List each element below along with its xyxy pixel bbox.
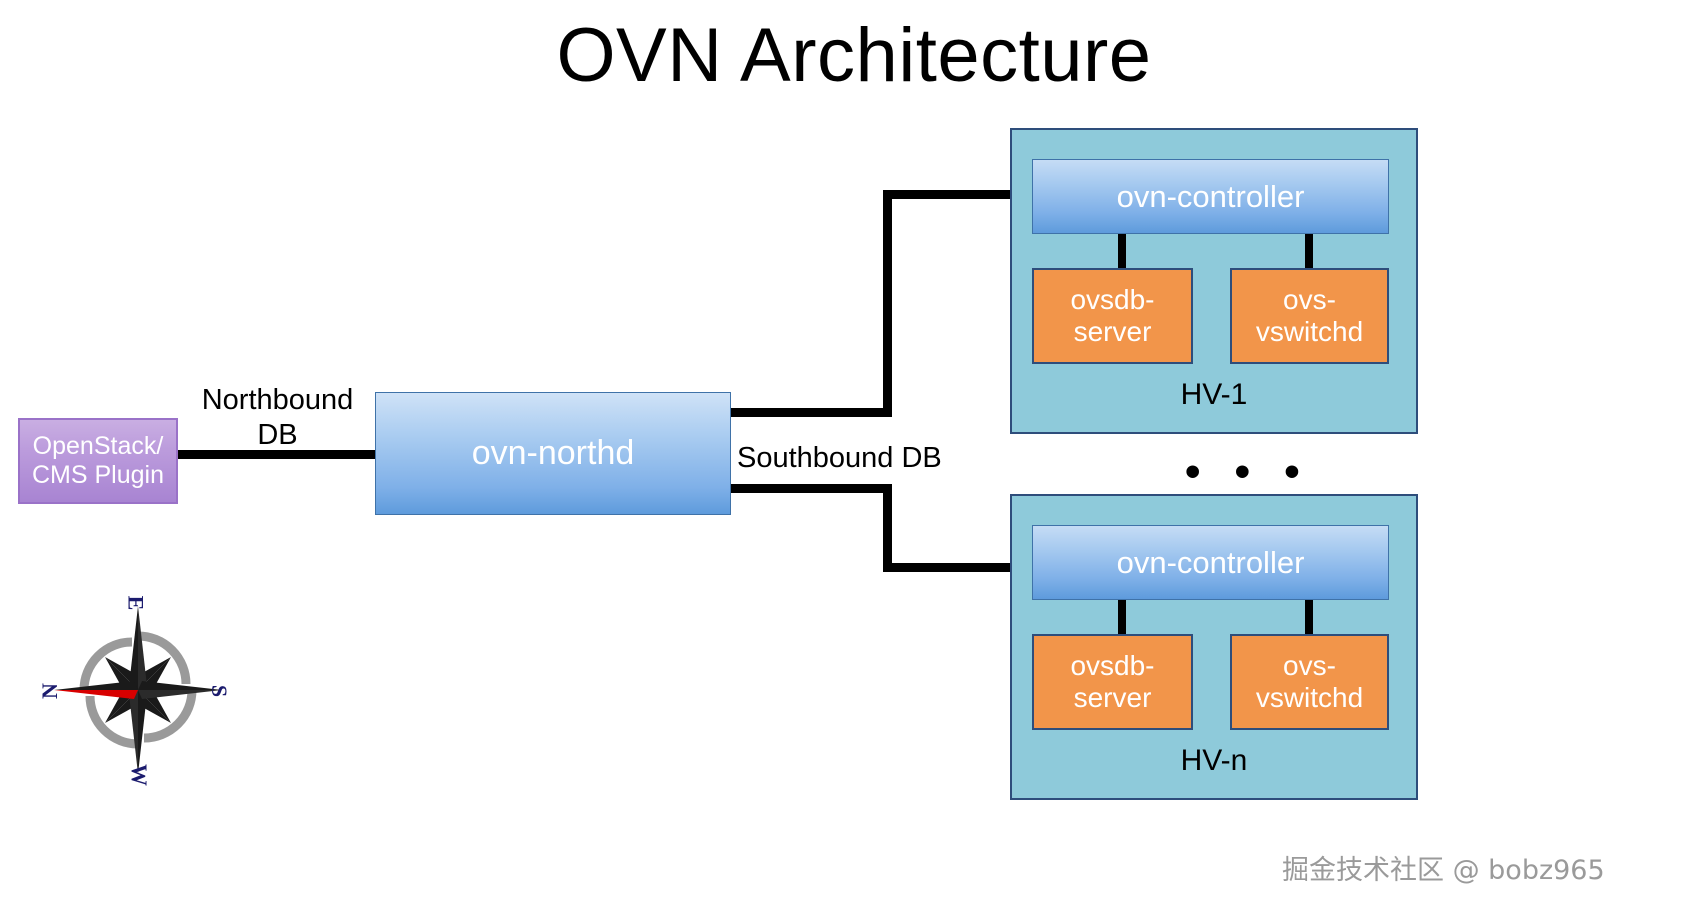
compass-rose-icon [54, 606, 222, 774]
compass-label-south: S [207, 684, 233, 698]
ovs-vswitchd-label-line1-hv-1: ovs- [1283, 283, 1336, 315]
compass-rose: N E S W [37, 596, 232, 786]
southbound-db-label: Southbound DB [737, 441, 997, 476]
connector-controller-to-ovsdb-hv-n [1118, 600, 1126, 636]
hypervisor-name-hv-1: HV-1 [1180, 378, 1248, 411]
connector-controller-to-ovsdb-hv-1 [1118, 234, 1126, 270]
northbound-db-label: Northbound DB [180, 383, 375, 453]
compass-label-west: W [127, 764, 152, 786]
connector-northd-south-upper-stub [730, 408, 892, 417]
connector-controller-to-vswitchd-hv-1 [1305, 234, 1313, 270]
hypervisor-panel-hv-n[interactable]: ovn-controller ovsdb- server ovs- vswitc… [1010, 494, 1418, 800]
connector-northd-to-hv1-vertical [883, 190, 892, 412]
ovsdb-server-label-line1-hv-1: ovsdb- [1070, 283, 1155, 315]
ovs-vswitchd-box-hv-n[interactable]: ovs- vswitchd [1230, 634, 1389, 730]
connector-controller-to-vswitchd-hv-n [1305, 600, 1313, 636]
connector-northd-south-lower-stub [730, 484, 892, 493]
watermark: 掘金技术社区 @ bobz965 [1282, 855, 1605, 886]
hypervisor-name-hv-n: HV-n [1180, 744, 1248, 777]
ovn-northd-box[interactable]: ovn-northd [375, 392, 731, 515]
ovs-vswitchd-label-line1-hv-n: ovs- [1283, 649, 1336, 681]
ovs-vswitchd-label-line2-hv-1: vswitchd [1255, 316, 1364, 347]
ovsdb-server-box-hv-n[interactable]: ovsdb- server [1032, 634, 1193, 730]
ovn-controller-box-hv-n[interactable]: ovn-controller [1032, 525, 1389, 600]
connector-to-hvn-controller [883, 563, 1035, 572]
southbound-db-label-text: Southbound DB [737, 442, 942, 474]
connector-northd-to-hvn-vertical [883, 484, 892, 568]
ovn-controller-box-hv-1[interactable]: ovn-controller [1032, 159, 1389, 234]
openstack-cms-plugin-box[interactable]: OpenStack/ CMS Plugin [18, 418, 178, 504]
northbound-db-label-line1: Northbound [201, 384, 354, 416]
ovn-controller-label-hv-1: ovn-controller [1116, 178, 1305, 214]
hypervisor-ellipsis: • • • [1185, 447, 1311, 496]
page-title: OVN Architecture [556, 13, 1152, 98]
ovs-vswitchd-label-line2-hv-n: vswitchd [1255, 682, 1364, 713]
hypervisor-panel-hv-1[interactable]: ovn-controller ovsdb- server ovs- vswitc… [1010, 128, 1418, 434]
ovn-controller-label-hv-n: ovn-controller [1116, 544, 1305, 580]
ovsdb-server-label-line2-hv-n: server [1073, 682, 1152, 713]
connector-to-hv1-controller [883, 190, 1035, 199]
ovsdb-server-label-line1-hv-n: ovsdb- [1070, 649, 1155, 681]
compass-label-east: E [123, 595, 149, 611]
cms-label-line1: OpenStack/ [32, 432, 164, 461]
ovn-northd-label: ovn-northd [471, 433, 635, 472]
compass-label-north: N [36, 683, 62, 699]
connector-cms-to-northd [178, 450, 378, 459]
ovs-vswitchd-box-hv-1[interactable]: ovs- vswitchd [1230, 268, 1389, 364]
cms-label-line2: CMS Plugin [32, 461, 164, 489]
ovsdb-server-box-hv-1[interactable]: ovsdb- server [1032, 268, 1193, 364]
ovsdb-server-label-line2-hv-1: server [1073, 316, 1152, 347]
northbound-db-label-line2: DB [257, 418, 298, 451]
